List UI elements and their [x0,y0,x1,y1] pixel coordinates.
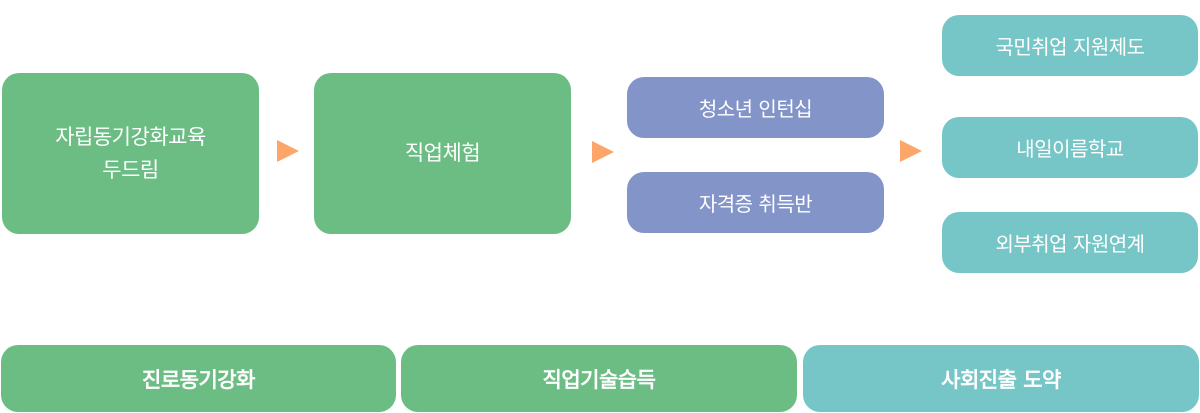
program-certificate-class: 자격증 취득반 [627,172,884,233]
program-youth-internship: 청소년 인턴십 [627,77,884,138]
stage-label: 직업기술습득 [542,367,656,392]
program-national-employment-support: 국민취업 지원제도 [942,15,1198,76]
program-label: 청소년 인턴십 [698,97,813,121]
arrow-right-icon [592,141,614,163]
stage-bar-skill-acquisition: 직업기술습득 [401,345,797,412]
stage-bar-social-advancement: 사회진출 도약 [803,345,1199,412]
program-label: 자격증 취득반 [698,192,813,216]
step-box-label: 자립동기강화교육 두드림 [55,124,206,182]
arrow-right-icon [900,140,922,162]
program-label: 국민취업 지원제도 [995,35,1145,59]
step-box-job-experience: 직업체험 [314,73,571,234]
step-box-self-reliance-education: 자립동기강화교육 두드림 [2,73,259,234]
program-tomorrow-school: 내일이름학교 [942,117,1198,178]
program-label: 내일이름학교 [1016,137,1124,161]
arrow-right-icon [277,140,299,162]
program-label: 외부취업 자원연계 [995,232,1145,256]
stage-label: 사회진출 도약 [941,367,1061,392]
step-box-label: 직업체험 [404,141,481,165]
stage-label: 진로동기강화 [142,367,255,392]
stage-bar-career-motivation: 진로동기강화 [1,345,396,412]
program-external-employment-link: 외부취업 자원연계 [942,212,1198,273]
